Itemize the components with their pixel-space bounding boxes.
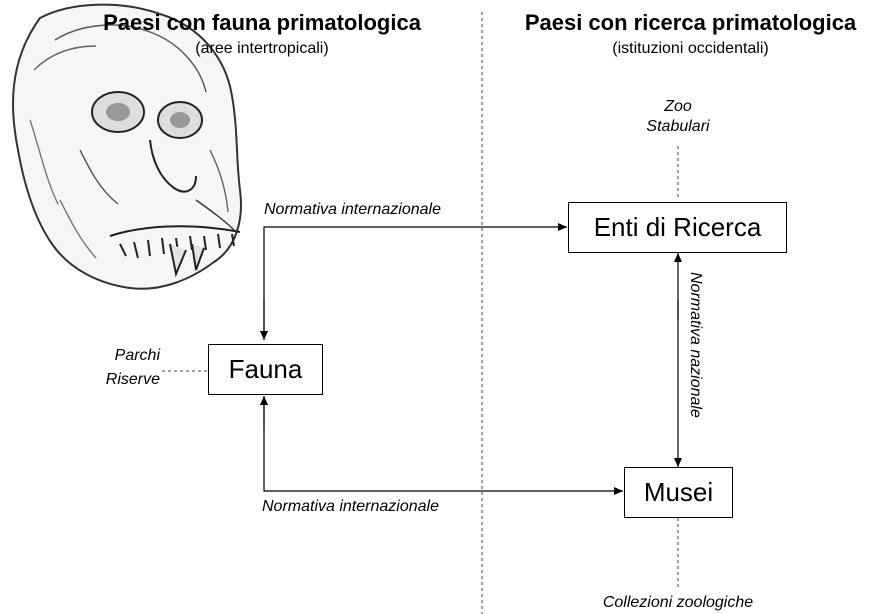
left-column-title: Paesi con fauna primatologica: [72, 10, 452, 35]
node-musei: Musei: [624, 467, 733, 518]
node-fauna: Fauna: [208, 344, 323, 395]
right-column-title: Paesi con ricerca primatologica: [500, 10, 881, 35]
edge-vertical-label: Normativa nazionale: [686, 272, 704, 418]
stabulari-label: Stabulari: [628, 118, 728, 136]
edge-bottom-label: Normativa internazionale: [262, 498, 439, 516]
edge-top-label: Normativa internazionale: [264, 201, 441, 219]
edge-fauna-enti: [264, 227, 567, 335]
zoo-label: Zoo: [628, 98, 728, 116]
left-column-subtitle: (aree intertropicali): [72, 40, 452, 58]
edge-fauna-musei: [264, 400, 623, 491]
parchi-label: Parchi: [60, 347, 160, 365]
riserve-label: Riserve: [60, 371, 160, 389]
node-enti-di-ricerca: Enti di Ricerca: [568, 202, 787, 253]
right-column-subtitle: (istituzioni occidentali): [500, 40, 881, 58]
collezioni-label: Collezioni zoologiche: [568, 594, 788, 612]
